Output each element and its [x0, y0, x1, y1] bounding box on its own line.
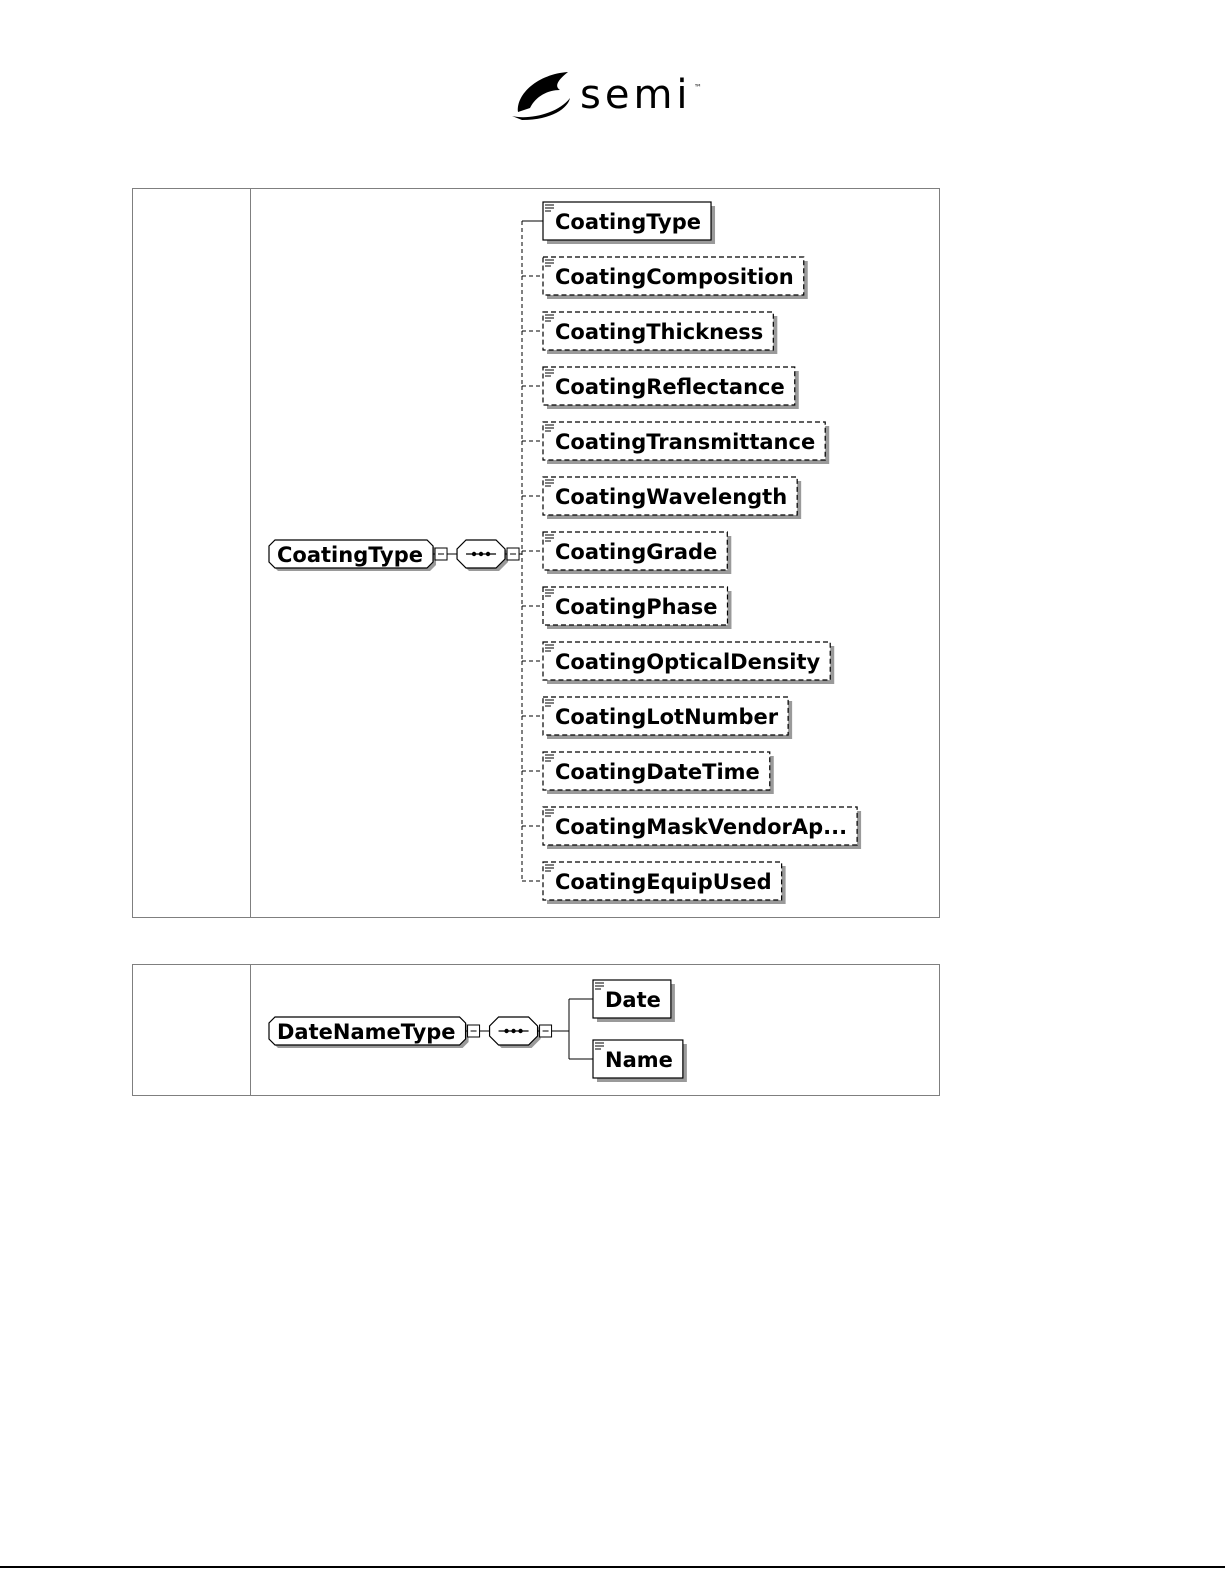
child-element-label: Date [605, 988, 661, 1012]
child-element-label: CoatingDateTime [555, 760, 760, 784]
child-element-label: CoatingGrade [555, 540, 717, 564]
root-node-label: CoatingType [277, 543, 423, 567]
sequence-dot [486, 552, 490, 556]
child-element-label: CoatingComposition [555, 265, 794, 289]
semi-logo: semi ™ [508, 64, 708, 124]
semi-wordmark: semi [580, 72, 692, 118]
sequence-dot [518, 1029, 522, 1033]
sequence-dot [472, 552, 476, 556]
child-element-label: CoatingReflectance [555, 375, 785, 399]
sequence-dot [511, 1029, 515, 1033]
coating-type-diagram: CoatingTypeCoatingTypeCoatingComposition… [133, 189, 939, 917]
child-element-label: Name [605, 1048, 673, 1072]
semi-swoosh-icon [512, 72, 570, 120]
trademark-symbol: ™ [694, 83, 702, 92]
child-element-label: CoatingLotNumber [555, 705, 779, 729]
child-element-label: CoatingPhase [555, 595, 717, 619]
date-name-type-diagram: DateNameType DateName [133, 965, 939, 1095]
child-element-label: CoatingEquipUsed [555, 870, 772, 894]
child-element-label: CoatingThickness [555, 320, 763, 344]
child-element-label: CoatingType [555, 210, 701, 234]
sequence-dot [504, 1029, 508, 1033]
page-bottom-rule [0, 1566, 1225, 1568]
child-element-label: CoatingOpticalDensity [555, 650, 821, 674]
sequence-dot [479, 552, 483, 556]
root-node-label: DateNameType [277, 1020, 456, 1044]
child-element-label: CoatingWavelength [555, 485, 787, 509]
child-element-label: CoatingTransmittance [555, 430, 815, 454]
child-element-label: CoatingMaskVendorAp... [555, 815, 847, 839]
